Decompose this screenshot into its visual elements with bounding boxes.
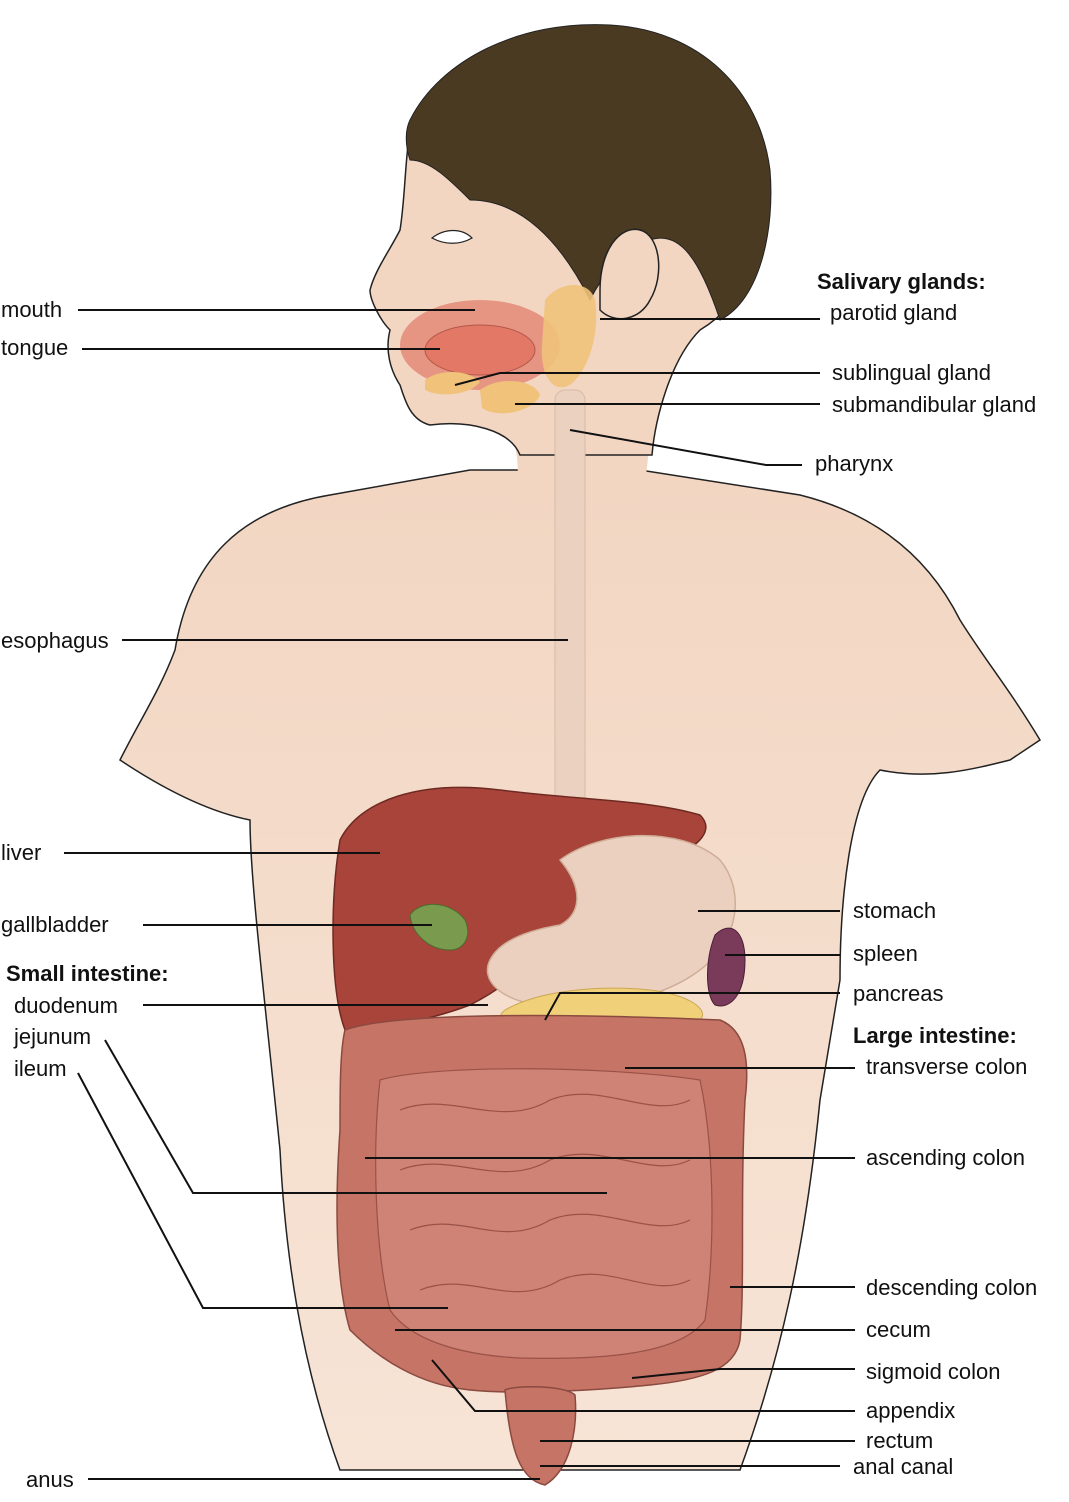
line-pharynx [569,429,802,466]
label-rectum: rectum [866,1428,934,1453]
line-sigmoid-colon [631,1368,855,1379]
label-gallbladder: gallbladder [1,912,109,937]
label-spleen: spleen [853,941,918,966]
label-sigmoid-colon: sigmoid colon [866,1359,1001,1384]
label-large-intestine-header: Large intestine: [853,1023,1017,1048]
line-ileum [77,1072,448,1309]
label-appendix: appendix [866,1398,956,1423]
label-duodenum: duodenum [14,993,118,1018]
submandibular-gland-shape [480,380,540,414]
small-intestine-shape [375,1068,713,1359]
line-jejunum [104,1039,607,1194]
intestine-loops [399,1093,691,1293]
spleen-shape [707,927,746,1007]
sublingual-gland-shape [425,371,480,395]
label-ascending-colon: ascending colon [866,1145,1026,1170]
esophagus-tube [554,389,586,851]
label-parotid-gland: parotid gland [830,300,958,325]
label-small-intestine-header: Small intestine: [6,961,169,986]
label-submandibular-gland: submandibular gland [832,392,1037,417]
label-ileum: ileum [14,1056,67,1081]
label-cecum: cecum [866,1317,931,1342]
label-salivary-glands-header: Salivary glands: [817,269,986,294]
label-anus: anus [26,1467,74,1492]
line-pancreas [544,992,840,1021]
gallbladder-shape [409,903,469,951]
label-tongue: tongue [1,335,69,360]
label-mouth: mouth [1,297,63,322]
line-appendix [431,1359,855,1412]
label-jejunum: jejunum [14,1024,92,1049]
label-anal-canal: anal canal [853,1454,954,1479]
eye [430,229,473,244]
label-liver: liver [1,840,42,865]
parotid-gland-shape [541,285,597,388]
label-sublingual-gland: sublingual gland [832,360,992,385]
label-descending-colon: descending colon [866,1275,1038,1300]
label-pharynx: pharynx [815,451,894,476]
leader-lines [64,309,855,1480]
line-sublingual [454,372,820,386]
label-stomach: stomach [853,898,937,923]
label-pancreas: pancreas [853,981,944,1006]
tongue-shape [424,324,536,376]
hair [405,24,772,321]
label-transverse-colon: transverse colon [866,1054,1028,1079]
label-esophagus: esophagus [1,628,109,653]
